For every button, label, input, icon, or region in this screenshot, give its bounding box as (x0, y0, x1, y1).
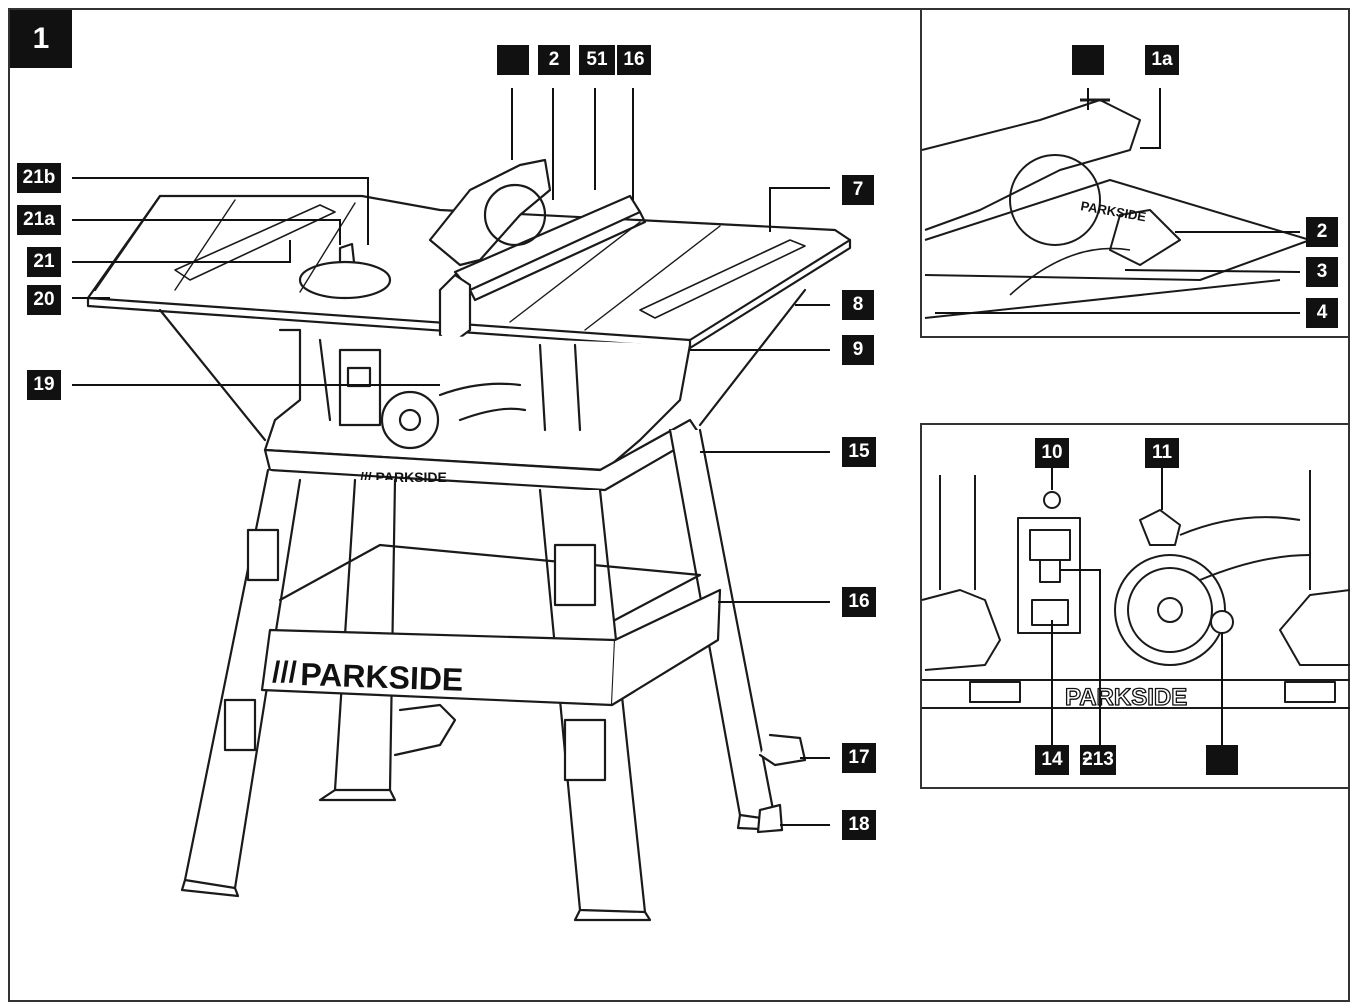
saw-body (263, 328, 692, 472)
detail-b-label-10: 10 (1035, 438, 1069, 468)
detail-b-label-11: 11 (1145, 438, 1179, 468)
label-20: 20 (27, 285, 61, 315)
label-18: 18 (842, 810, 876, 840)
detail-a-brand: PARKSIDE (1079, 198, 1147, 224)
label-9: 9 (842, 335, 874, 365)
label-21: 21 (27, 247, 61, 277)
label-16-top: 16 (617, 45, 651, 75)
detail-panel-blade (920, 8, 1350, 338)
detail-a-label-1a: 1a (1145, 45, 1179, 75)
label-21b: 21b (17, 163, 61, 193)
label-8: 8 (842, 290, 874, 320)
label-2: 2 (538, 45, 570, 75)
detail-b-label-13: ƻ13 (1080, 745, 1116, 775)
detail-a-label-blank (1072, 45, 1104, 75)
figure-number-badge: 1 (10, 10, 72, 68)
label-17: 17 (842, 743, 876, 773)
label-19: 19 (27, 370, 61, 400)
label-16: 16 (842, 587, 876, 617)
detail-panel-controls (920, 423, 1350, 789)
detail-a-label-4: 4 (1306, 298, 1338, 328)
handwheel (380, 390, 440, 450)
detail-b-brand: PARKSIDE (1065, 684, 1187, 711)
detail-a-label-3: 3 (1306, 257, 1338, 287)
parkside-brand-main: PARKSIDE (300, 656, 464, 698)
label-blank-top (497, 45, 529, 75)
parkside-slashes-main: /// (272, 656, 298, 689)
label-51: 51 (579, 45, 615, 75)
stand-side-brace (610, 588, 722, 707)
label-15: 15 (842, 437, 876, 467)
detail-b-label-blank (1206, 745, 1238, 775)
label-21a: 21a (17, 205, 61, 235)
detail-a-label-2: 2 (1306, 217, 1338, 247)
label-7: 7 (842, 175, 874, 205)
detail-b-label-14: 14 (1035, 745, 1069, 775)
figure-frame (8, 8, 1350, 1002)
